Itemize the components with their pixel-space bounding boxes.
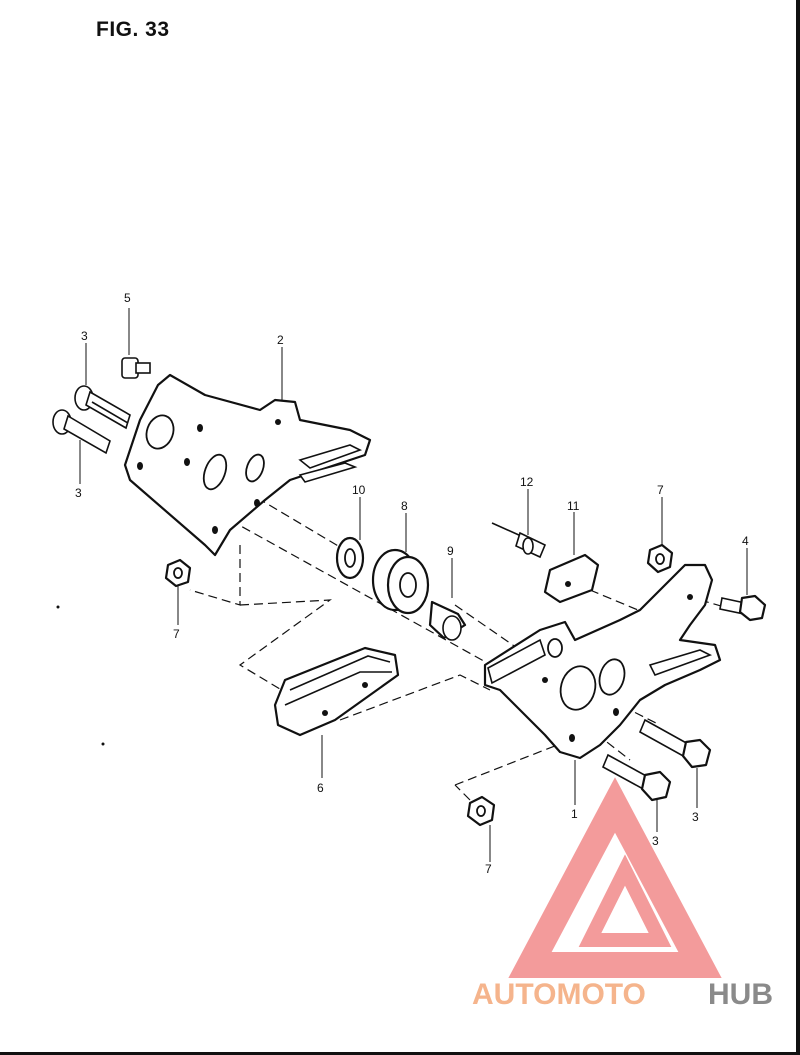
callout-2: 2 [277,333,284,347]
callout-9: 9 [447,544,454,558]
callout-6: 6 [317,781,324,795]
bracket-1 [483,563,722,760]
nut-7-lower [466,795,496,827]
callout-10: 10 [352,483,366,497]
callout-8: 8 [401,499,408,513]
callout-3-lower: 3 [652,834,659,848]
watermark-wordmark: AUTOMOTO HUB [472,978,773,1011]
callout-3-right: 3 [692,810,699,824]
callout-12: 12 [520,475,534,489]
watermark-logo [508,777,722,978]
right-frame-border [796,0,800,1055]
bolt-5 [121,357,151,379]
rivet-12 [491,522,547,559]
callout-7-upper: 7 [657,483,664,497]
callout-5: 5 [124,291,131,305]
callout-7-left: 7 [173,627,180,641]
callouts: 5 2 3 3 10 8 9 12 11 7 4 7 6 1 3 3 7 [75,291,749,876]
bolt-3-upper-a [74,385,131,430]
bottom-frame-border [0,1052,800,1055]
callout-3-upper: 3 [81,329,88,343]
leader-lines [79,308,748,862]
callout-11: 11 [567,499,580,513]
bolt-3-upper-b [52,409,111,455]
rubber-pad-6 [273,646,400,737]
grommet-8 [371,548,430,615]
watermark-word-b: HUB [708,978,773,1011]
callout-4: 4 [742,534,749,548]
callout-3-left: 3 [75,486,82,500]
washer-10 [335,536,365,580]
collar-9 [428,600,467,641]
bolt-3-lower-a [638,718,712,769]
watermark-word-a: AUTOMOTO [472,978,646,1011]
callout-7-lower: 7 [485,862,492,876]
spacer-11 [543,553,600,604]
bracket-plate-2 [123,373,372,557]
nut-7-left [164,558,192,588]
nut-7-upper [646,543,674,574]
callout-1: 1 [571,807,578,821]
figure-title: FIG. 33 [96,18,170,41]
bolt-4 [719,594,767,622]
bolt-3-lower-b [601,753,672,802]
